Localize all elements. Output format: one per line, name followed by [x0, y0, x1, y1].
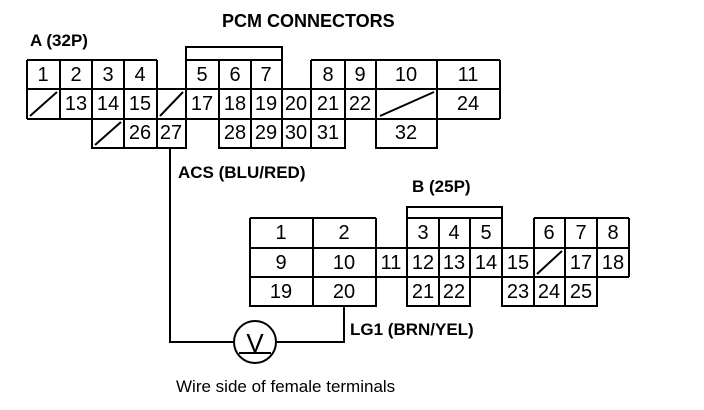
connector-b-pin: 12	[412, 252, 434, 274]
connector-b-pin: 6	[543, 222, 554, 244]
connector-a-pin: 29	[255, 122, 277, 144]
connector-a-empty-slot	[379, 91, 435, 117]
connector-b-row1-left	[249, 217, 377, 249]
connector-a-empty-slot	[29, 91, 58, 117]
connector-a-pin: 8	[322, 64, 333, 86]
connector-b-pin: 25	[570, 281, 592, 303]
voltmeter-symbol: V	[246, 328, 264, 358]
probe-wire-lg1	[276, 306, 345, 343]
connector-b-pin: 14	[475, 252, 497, 274]
connector-a-pin: 28	[224, 122, 246, 144]
connector-a-pin: 10	[395, 64, 417, 86]
probe-wire-acs	[169, 148, 234, 343]
connector-a-pin: 31	[317, 122, 339, 144]
connector-b-lock-tab	[406, 206, 503, 218]
connector-b-pin: 5	[480, 222, 491, 244]
connector-a-pin: 17	[191, 93, 213, 115]
connector-a-pin: 26	[129, 122, 151, 144]
connector-a-pin: 7	[260, 64, 271, 86]
connector-a-pin: 6	[229, 64, 240, 86]
connector-a-pin: 14	[97, 93, 119, 115]
connector-a-empty-slot	[94, 121, 122, 146]
connector-a-pin: 22	[349, 93, 371, 115]
connector-a-empty-slot	[159, 91, 184, 117]
connector-b-pin: 11	[381, 252, 402, 274]
connector-b-pin: 7	[575, 222, 586, 244]
diagram-title: PCM CONNECTORS	[222, 11, 395, 31]
connector-b-row3-mid	[406, 277, 471, 307]
connector-b-row3-left	[249, 277, 377, 307]
connector-a-row3-right	[375, 119, 438, 149]
connector-b-pin: 3	[417, 222, 428, 244]
caption: Wire side of female terminals	[176, 377, 395, 396]
connector-b-pin: 1	[275, 222, 286, 244]
connector-a-label: A (32P)	[30, 31, 88, 50]
connector-a-lock-tab	[185, 46, 283, 60]
connector-b-pin: 2	[338, 222, 349, 244]
connector-a-pin: 32	[395, 122, 417, 144]
connector-a-pin: 15	[129, 93, 151, 115]
connector-a-pin: 13	[65, 93, 87, 115]
connector-a-pin: 21	[317, 93, 339, 115]
probe-top-label: ACS (BLU/RED)	[178, 163, 306, 182]
connector-b-pin: 8	[607, 222, 618, 244]
connector-b-pin: 15	[507, 252, 529, 274]
connector-b-pin: 19	[270, 281, 292, 303]
connector-a-pin: 3	[102, 64, 113, 86]
connector-a-row3-mid	[218, 119, 346, 149]
connector-a-pin: 2	[70, 64, 81, 86]
connector-a-pin: 30	[285, 122, 307, 144]
connector-b: 1 2 3 4 5 6 7 8 9 10 11 12 13 14 15 17 1…	[249, 206, 630, 307]
connector-a-pin: 18	[224, 93, 246, 115]
probe-bottom-label: LG1 (BRN/YEL)	[350, 320, 474, 339]
connector-b-pin: 20	[333, 281, 355, 303]
connector-b-pin: 18	[602, 252, 624, 274]
connector-a-pin: 1	[37, 64, 48, 86]
connector-b-empty-slot	[536, 250, 563, 275]
connector-b-pin: 23	[507, 281, 529, 303]
connector-a-row3-left	[91, 119, 187, 149]
connector-b-pin: 24	[538, 281, 560, 303]
connector-b-pin: 13	[443, 252, 465, 274]
connector-b-pin: 17	[570, 252, 592, 274]
connector-a-pin: 20	[285, 93, 307, 115]
connector-b-row3-right	[501, 277, 598, 307]
connector-b-pin: 9	[275, 252, 286, 274]
connector-a-pin: 24	[457, 93, 479, 115]
connector-a-row2	[26, 88, 501, 120]
connector-b-pin: 21	[412, 281, 434, 303]
connector-a-pin: 4	[134, 64, 145, 86]
connector-b-pin: 10	[333, 252, 355, 274]
connector-b-pin: 4	[448, 222, 459, 244]
test-wiring: V	[169, 148, 345, 364]
connector-a-pin: 5	[196, 64, 207, 86]
connector-a-pin: 11	[458, 64, 479, 86]
connector-a: 1 2 3 4 5 6 7 8 9 10 11 13 14 15 17 18 1…	[26, 46, 501, 149]
connector-a-pin: 19	[255, 93, 277, 115]
connector-b-pin: 22	[443, 281, 465, 303]
connector-a-pin: 9	[354, 64, 365, 86]
connector-a-pin: 27	[160, 122, 182, 144]
connector-b-label: B (25P)	[412, 177, 471, 196]
